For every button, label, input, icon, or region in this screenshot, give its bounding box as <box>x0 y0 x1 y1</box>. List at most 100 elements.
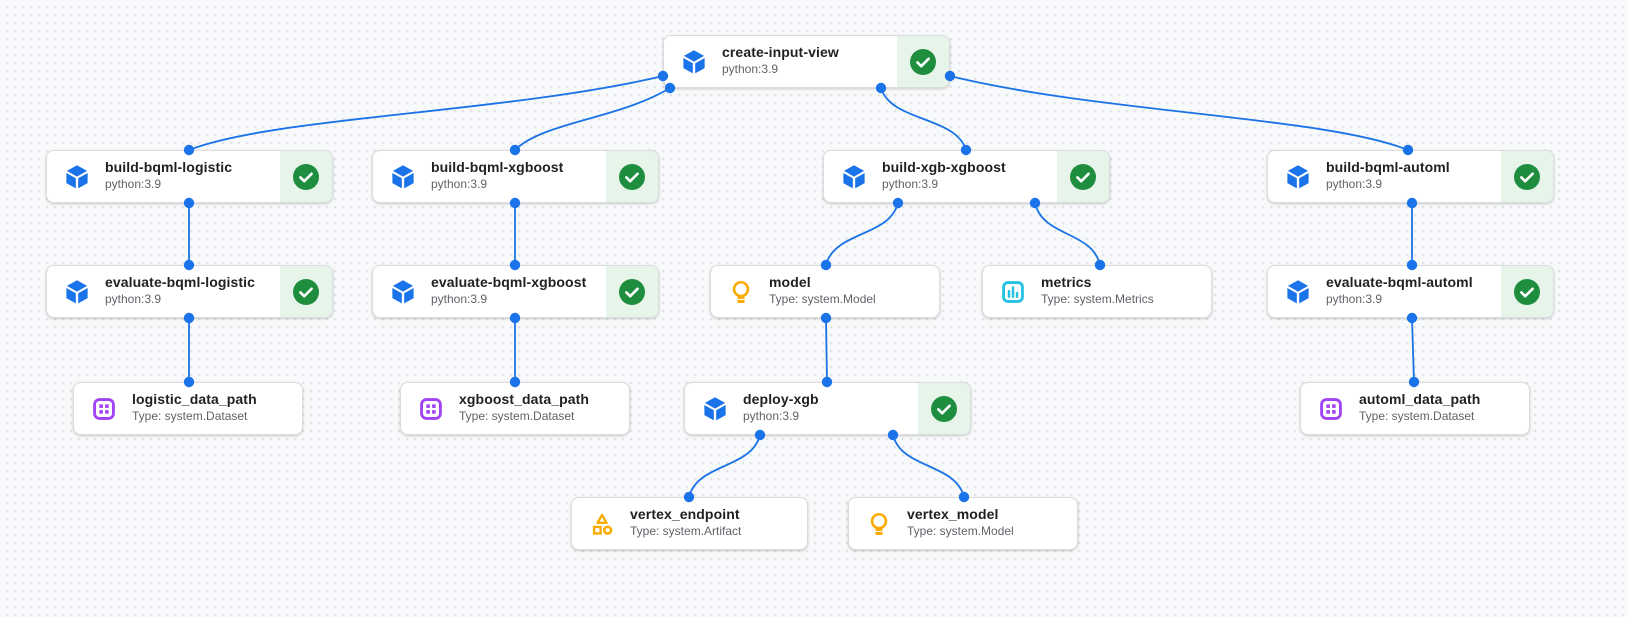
node-subtitle: Type: system.Artifact <box>630 524 742 538</box>
dataset-icon <box>418 396 444 422</box>
cube-icon <box>702 396 728 422</box>
check-circle-icon <box>931 395 957 422</box>
node-title: evaluate-bqml-logistic <box>105 274 256 290</box>
node-title: automl_data_path <box>1359 391 1481 407</box>
pipeline-node-build-bqml-xgboost[interactable]: build-bqml-xgboost python:3.9 <box>372 150 659 203</box>
node-title: metrics <box>1041 274 1092 290</box>
node-title: xgboost_data_path <box>459 391 590 407</box>
pipeline-node-evaluate-bqml-xgboost[interactable]: evaluate-bqml-xgboost python:3.9 <box>372 265 659 318</box>
cube-icon <box>64 279 90 305</box>
check-circle-icon <box>619 163 645 190</box>
node-text: build-xgb-xgboost python:3.9 <box>882 159 1006 192</box>
pipeline-node-build-xgb-xgboost[interactable]: build-xgb-xgboost python:3.9 <box>823 150 1110 203</box>
check-circle-icon <box>1070 163 1096 190</box>
check-circle-icon <box>619 278 645 305</box>
cube-icon <box>64 164 90 190</box>
pipeline-node-build-bqml-logistic[interactable]: build-bqml-logistic python:3.9 <box>46 150 333 203</box>
node-title: build-bqml-logistic <box>105 159 233 175</box>
node-subtitle: python:3.9 <box>105 292 162 306</box>
node-title: vertex_model <box>907 506 999 522</box>
node-title: build-xgb-xgboost <box>882 159 1006 175</box>
node-subtitle: Type: system.Dataset <box>459 409 575 423</box>
artifact-shapes-icon <box>589 511 615 537</box>
edge-model-deploy-xgb <box>825 317 828 383</box>
check-circle-icon <box>1514 278 1540 305</box>
node-subtitle: python:3.9 <box>431 177 488 191</box>
node-text: evaluate-bqml-logistic python:3.9 <box>105 274 255 307</box>
node-subtitle: python:3.9 <box>1326 292 1383 306</box>
node-subtitle: Type: system.Metrics <box>1041 292 1154 306</box>
lightbulb-icon <box>728 279 754 305</box>
pipeline-node-evaluate-bqml-logistic[interactable]: evaluate-bqml-logistic python:3.9 <box>46 265 333 318</box>
status-succeeded-badge <box>280 266 332 317</box>
lightbulb-icon <box>866 511 892 537</box>
node-subtitle: Type: system.Model <box>907 524 1014 538</box>
status-succeeded-badge <box>1501 266 1553 317</box>
edge-build-xgb-xgboost-metrics <box>1034 202 1101 266</box>
dataset-icon <box>1318 396 1344 422</box>
pipeline-node-deploy-xgb[interactable]: deploy-xgb python:3.9 <box>684 382 971 435</box>
node-title: build-bqml-xgboost <box>431 159 564 175</box>
node-text: build-bqml-xgboost python:3.9 <box>431 159 563 192</box>
edge-build-xgb-xgboost-model <box>825 202 899 266</box>
status-succeeded-badge <box>606 266 658 317</box>
edge-create-input-view-build-xgb-xgboost <box>880 87 967 151</box>
edge-deploy-xgb-vertex_endpoint <box>688 434 761 498</box>
cube-icon <box>390 279 416 305</box>
cube-icon <box>681 49 707 75</box>
node-title: vertex_endpoint <box>630 506 740 522</box>
edge-create-input-view-build-bqml-logistic <box>188 75 664 151</box>
status-succeeded-badge <box>1057 151 1109 202</box>
check-circle-icon <box>1514 163 1540 190</box>
edge-evaluate-bqml-automl-automl_data_path <box>1411 317 1415 383</box>
node-title: logistic_data_path <box>132 391 257 407</box>
node-subtitle: python:3.9 <box>105 177 162 191</box>
node-subtitle: Type: system.Dataset <box>132 409 248 423</box>
cube-icon <box>1285 279 1311 305</box>
check-circle-icon <box>910 48 936 75</box>
cube-icon <box>1285 164 1311 190</box>
metrics-chart-icon <box>1000 279 1026 305</box>
edge-create-input-view-build-bqml-xgboost <box>514 87 671 151</box>
status-succeeded-badge <box>897 36 949 87</box>
node-title: evaluate-bqml-automl <box>1326 274 1473 290</box>
node-subtitle: Type: system.Model <box>769 292 876 306</box>
pipeline-node-evaluate-bqml-automl[interactable]: evaluate-bqml-automl python:3.9 <box>1267 265 1554 318</box>
node-subtitle: python:3.9 <box>743 409 800 423</box>
node-subtitle: Type: system.Dataset <box>1359 409 1475 423</box>
edge-create-input-view-build-bqml-automl <box>949 75 1409 151</box>
dataset-icon <box>91 396 117 422</box>
node-title: deploy-xgb <box>743 391 819 407</box>
node-subtitle: python:3.9 <box>431 292 488 306</box>
check-circle-icon <box>293 278 319 305</box>
node-title: model <box>769 274 811 290</box>
node-subtitle: python:3.9 <box>1326 177 1383 191</box>
node-subtitle: python:3.9 <box>882 177 939 191</box>
node-title: evaluate-bqml-xgboost <box>431 274 587 290</box>
node-text: deploy-xgb python:3.9 <box>743 391 819 424</box>
node-text: evaluate-bqml-automl python:3.9 <box>1326 274 1473 307</box>
node-subtitle: python:3.9 <box>722 62 779 76</box>
node-text: evaluate-bqml-xgboost python:3.9 <box>431 274 586 307</box>
status-succeeded-badge <box>606 151 658 202</box>
edge-deploy-xgb-vertex_model <box>892 434 965 498</box>
check-circle-icon <box>293 163 319 190</box>
cube-icon <box>841 164 867 190</box>
